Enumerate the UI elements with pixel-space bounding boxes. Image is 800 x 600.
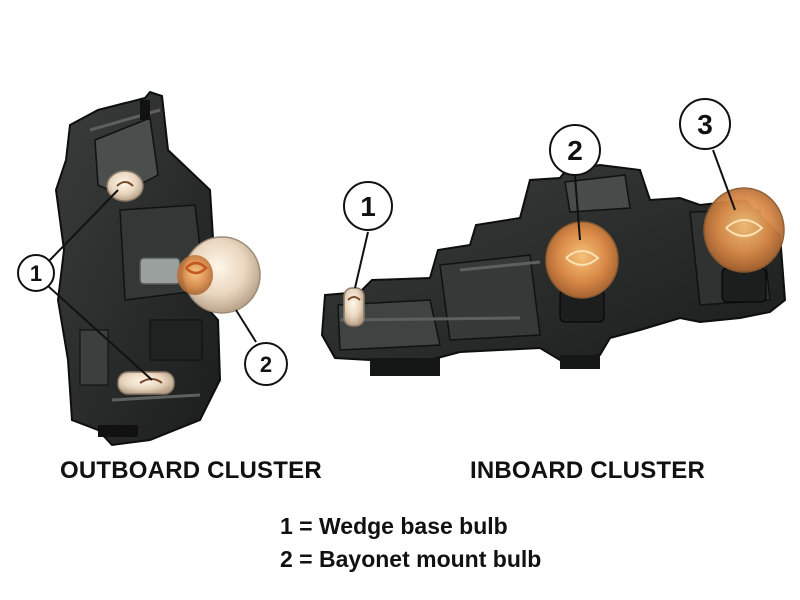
legend-item-wedge-base: 1 = Wedge base bulb [280,513,508,539]
inboard-wedge-bulb [343,287,365,327]
callout-inboard-2: 2 [549,124,601,176]
inboard-leader-lines [354,149,736,289]
svg-text:2: 2 [567,135,583,166]
callout-outboard-2: 2 [244,342,288,386]
outboard-leader-lines [47,189,257,381]
outboard-cluster-caption: OUTBOARD CLUSTER [60,457,322,484]
inboard-large-bulb [703,187,785,303]
outboard-cluster-housing [54,90,222,447]
outboard-wedge-bulb-top [106,170,144,202]
callout-inboard-1: 1 [343,181,393,231]
outboard-bayonet-bulb [139,236,261,314]
svg-text:3: 3 [697,109,713,140]
legend-item-bayonet-mount: 2 = Bayonet mount bulb [280,546,542,572]
svg-text:2: 2 [260,352,272,377]
svg-text:1: 1 [30,261,42,286]
callout-outboard-1: 1 [17,254,55,292]
bulb-legend: 1 = Wedge base bulb 2 = Bayonet mount bu… [280,510,541,576]
callout-inboard-3: 3 [679,98,731,150]
inboard-cluster-caption: INBOARD CLUSTER [470,457,705,484]
svg-text:1: 1 [360,191,376,222]
inboard-bayonet-bulb [545,221,619,323]
